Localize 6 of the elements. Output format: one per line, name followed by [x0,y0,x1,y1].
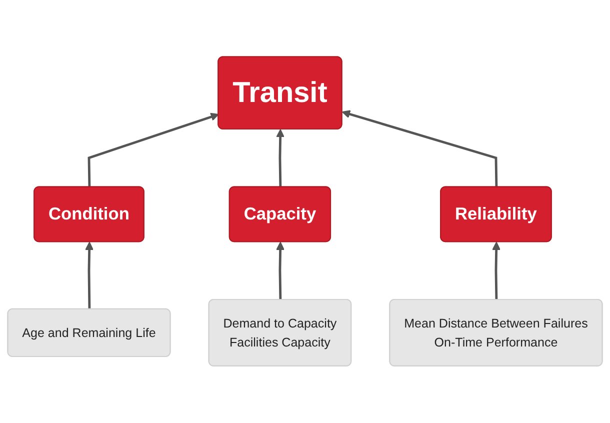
arrow [88,112,219,188]
arrow [85,242,94,310]
arrow [342,110,498,188]
arrow [492,242,501,300]
arrow [276,129,285,188]
arrow [276,242,285,300]
